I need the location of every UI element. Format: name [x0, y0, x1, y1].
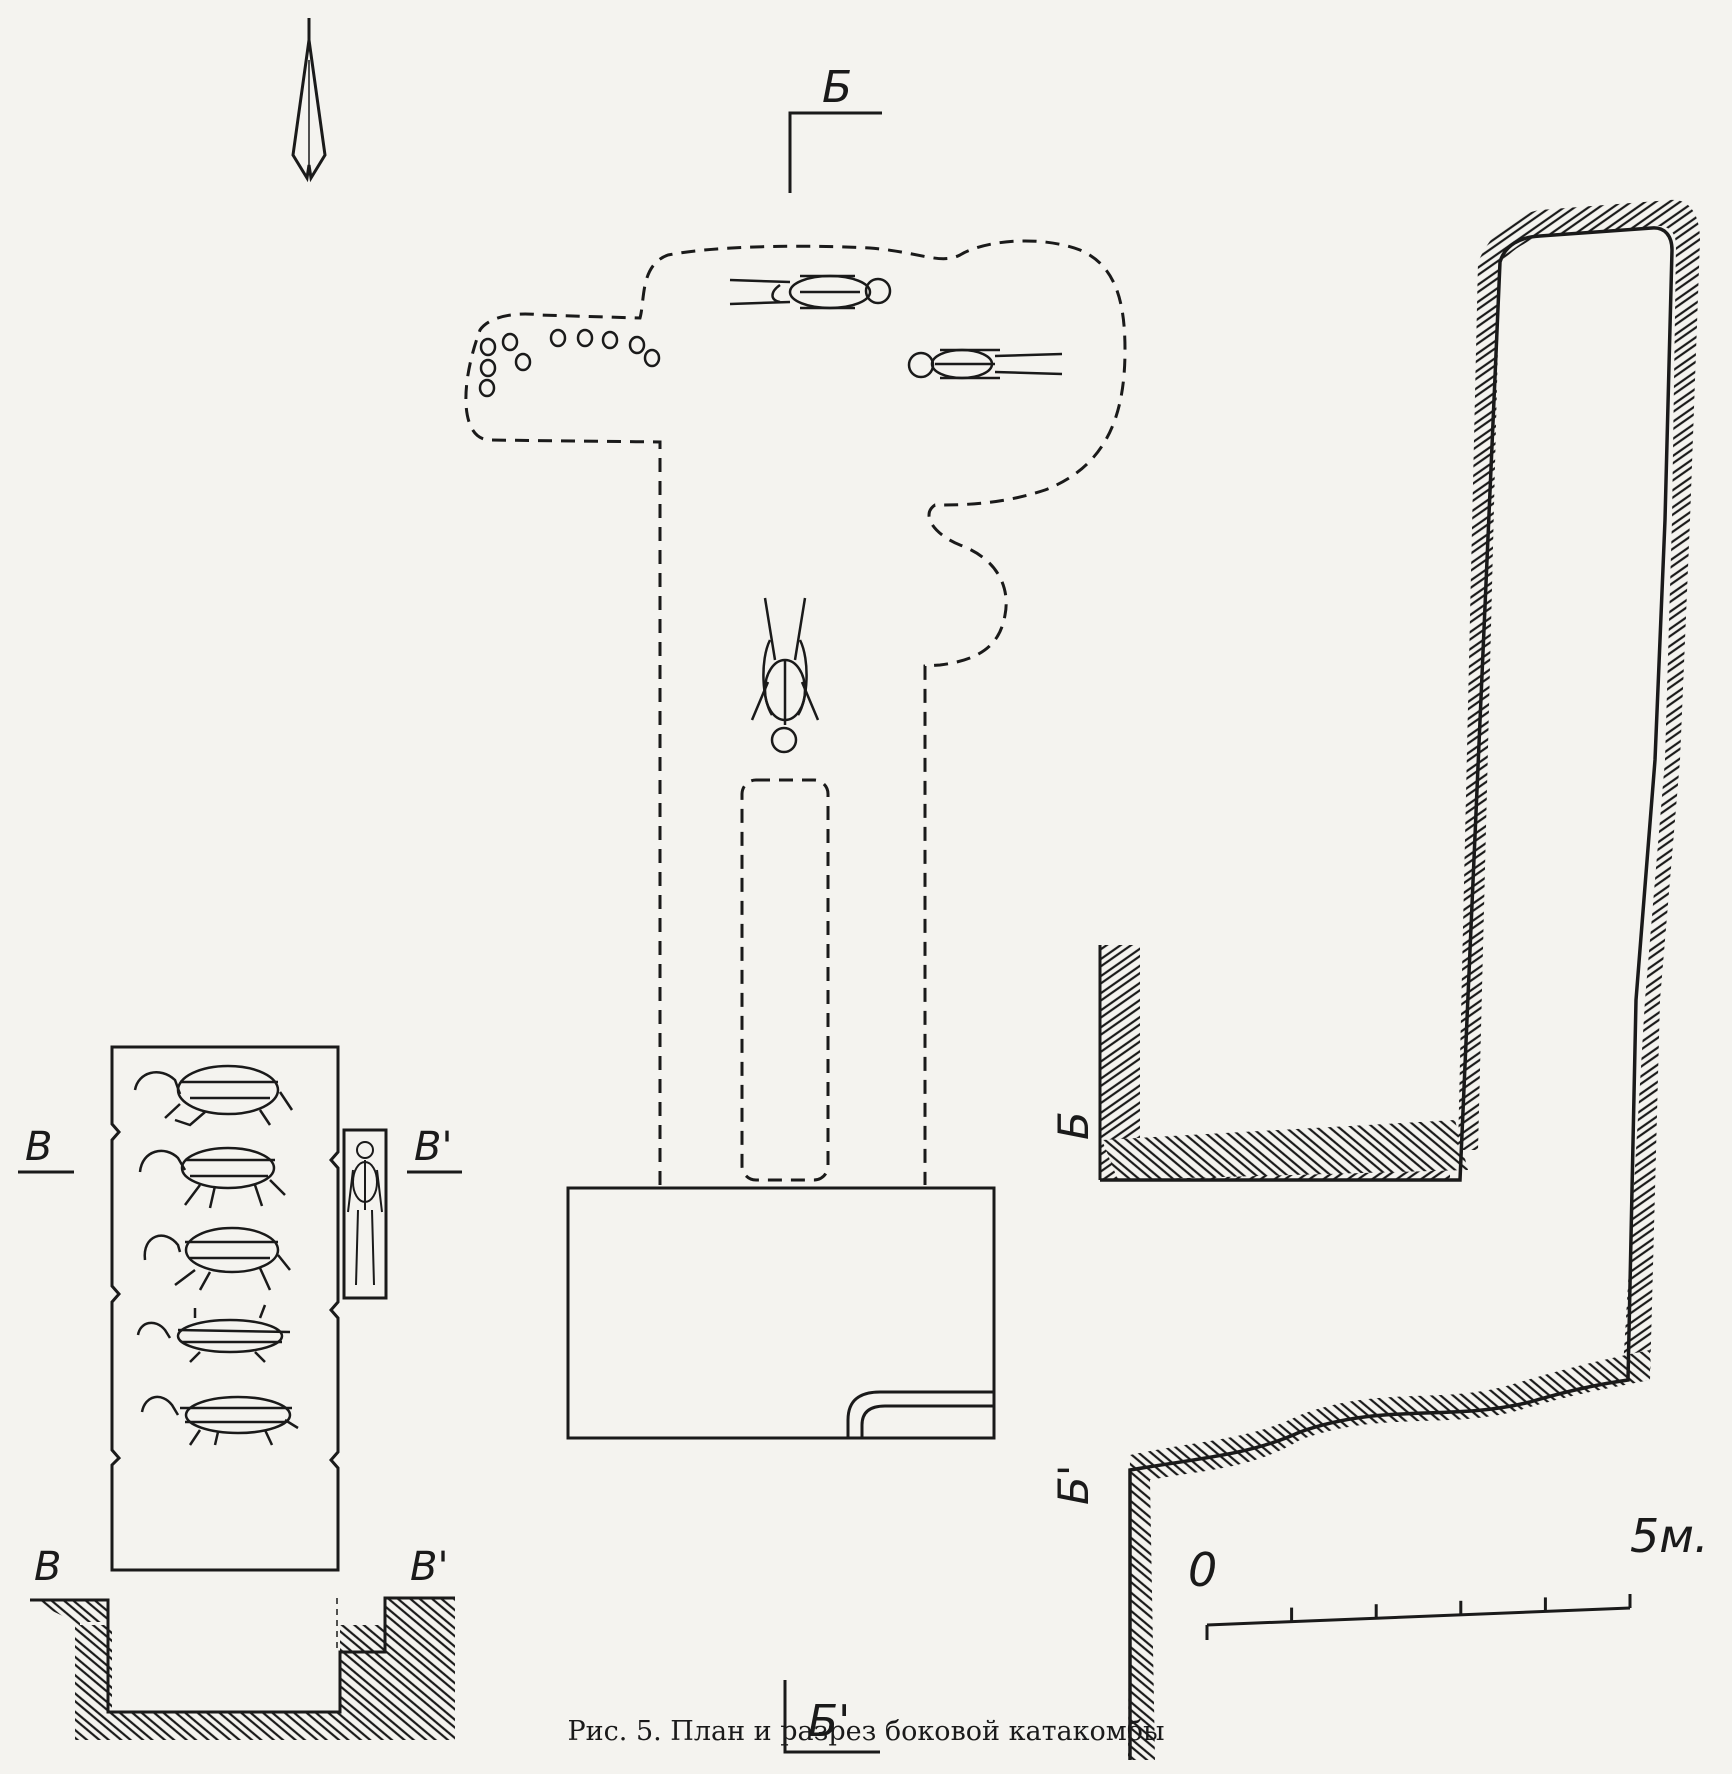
shaft-projection-outline: [740, 778, 830, 1182]
section-v-profile: В В': [30, 1544, 455, 1740]
scale-bar-ticks: [1290, 1594, 1632, 1622]
scale-end-label: 5м.: [1630, 1509, 1709, 1563]
section-b-top-label: Б: [822, 62, 852, 113]
section-b-profile-top-label: Б: [1049, 1111, 1098, 1140]
section-v-profile-left-label: В: [34, 1544, 61, 1590]
animal-skeleton-3: [143, 1226, 291, 1291]
catacomb-plan-outline: [464, 239, 1127, 1185]
scale-start-label: 0: [1188, 1543, 1217, 1597]
section-v-right-label: В': [414, 1124, 452, 1170]
animal-skeleton-1: [133, 1064, 294, 1127]
section-b-profile: Б Б': [1049, 199, 1700, 1760]
section-v-profile-right-label: В': [410, 1544, 448, 1590]
side-chamber: [110, 1045, 340, 1572]
section-v-marker-left: В: [18, 1124, 74, 1174]
animal-skeleton-4: [136, 1304, 291, 1363]
section-b-top-marker: Б: [788, 62, 882, 193]
animal-skeleton-5: [140, 1395, 299, 1446]
finds-circles: [478, 328, 661, 398]
figure-caption: Рис. 5. План и разрез боковой катакомбы: [567, 1716, 1165, 1747]
human-skeleton-3: [750, 597, 820, 754]
animal-skeletons: [133, 1064, 299, 1446]
section-b-profile-bottom-label: Б': [1049, 1465, 1098, 1505]
north-arrow-icon: [291, 18, 327, 183]
section-b-bottom-label: Б': [808, 1696, 850, 1747]
human-skeleton-1: [729, 274, 892, 310]
section-b-bottom-marker: Б': [783, 1680, 880, 1754]
section-v-left-label: В: [25, 1124, 52, 1170]
entry-shaft: [566, 1186, 996, 1440]
niche-with-skeleton: [342, 1128, 388, 1300]
human-skeleton-2: [907, 348, 1063, 380]
animal-skeleton-2: [138, 1146, 286, 1209]
section-v-marker-right: В': [407, 1124, 462, 1174]
scale-bar: 0 5м.: [1188, 1509, 1709, 1640]
